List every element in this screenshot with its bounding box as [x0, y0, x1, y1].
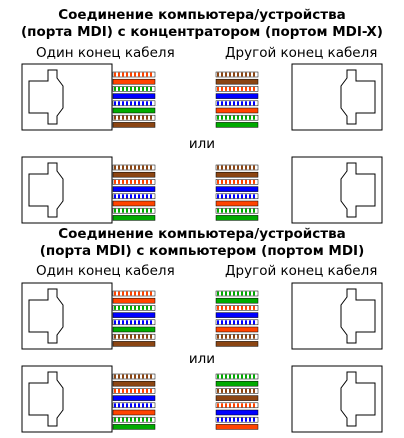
- left-connector-contact-profile: [28, 162, 64, 218]
- left-wire-6-orange: [112, 409, 156, 416]
- left-wire-7-white-brown-stripes: [114, 115, 152, 120]
- right-wire-6-orange: [215, 326, 259, 333]
- section2-title-line2: (порта MDI) с компьютером (портом MDI): [39, 243, 365, 259]
- left-wire-6-orange: [112, 200, 156, 207]
- right-wire-5-white-blue-stripes: [217, 320, 255, 325]
- left-connector-contact-profile: [28, 288, 64, 344]
- left-wire-6-green: [112, 326, 156, 333]
- right-connector-contact-profile: [340, 371, 376, 427]
- left-wire-1-white-orange-stripes: [114, 72, 152, 77]
- right-wire-6-blue: [215, 409, 259, 416]
- right-wire-7-white-brown-stripes: [217, 334, 255, 339]
- left-wire-8-green: [112, 424, 156, 430]
- left-connector-contact-profile: [28, 371, 64, 427]
- left-wire-7-white-green-stripes: [114, 208, 152, 213]
- right-wire-4-blue: [215, 186, 259, 192]
- left-wire-4-blue: [112, 93, 156, 99]
- right-wire-2-brown: [215, 171, 259, 178]
- right-wire-4-brown: [215, 395, 259, 401]
- left-wire-4-blue: [112, 395, 156, 401]
- right-wire-6-orange: [215, 200, 259, 207]
- right-wire-8-green: [215, 122, 259, 128]
- left-wire-5-white-blue-stripes: [114, 194, 152, 199]
- section1-title-line2: (порта MDI) с концентратором (портом MDI…: [21, 24, 383, 40]
- right-wire-3-white-orange-stripes: [217, 86, 255, 91]
- right-wire-8-green: [215, 215, 259, 221]
- right-wire-1-white-brown-stripes: [217, 165, 255, 170]
- left-wire-3-white-orange-stripes: [114, 388, 152, 393]
- right-wire-2-brown: [215, 78, 259, 85]
- right-wire-2-green: [215, 380, 259, 387]
- right-wire-8-brown: [215, 341, 259, 347]
- section2-title-line1: Соединение компьютера/устройства: [58, 226, 346, 242]
- section2-left-label: Один конец кабеля: [36, 263, 175, 279]
- left-wire-6-green: [112, 107, 156, 114]
- left-wire-5-white-blue-stripes: [114, 101, 152, 106]
- left-wire-5-white-blue-stripes: [114, 403, 152, 408]
- right-connector-contact-profile: [340, 288, 376, 344]
- right-wire-6-orange: [215, 107, 259, 114]
- right-wire-4-blue: [215, 312, 259, 318]
- left-wire-8-green: [112, 215, 156, 221]
- right-wire-7-white-green-stripes: [217, 115, 255, 120]
- right-connector-contact-profile: [340, 162, 376, 218]
- right-wire-5-white-blue-stripes: [217, 101, 255, 106]
- left-wire-1-white-brown-stripes: [114, 165, 152, 170]
- right-wire-5-white-orange-stripes: [217, 403, 255, 408]
- left-wire-3-white-green-stripes: [114, 86, 152, 91]
- right-wire-3-white-orange-stripes: [217, 305, 255, 310]
- left-wire-2-orange: [112, 297, 156, 304]
- left-wire-1-white-orange-stripes: [114, 291, 152, 296]
- left-wire-7-white-green-stripes: [114, 417, 152, 422]
- right-wire-1-white-green-stripes: [217, 291, 255, 296]
- right-wire-1-white-brown-stripes: [217, 72, 255, 77]
- left-wire-8-brown: [112, 122, 156, 128]
- left-wire-5-white-blue-stripes: [114, 320, 152, 325]
- right-wire-7-white-blue-stripes: [217, 417, 255, 422]
- section1-or-label: или: [188, 136, 216, 152]
- left-wire-1-white-brown-stripes: [114, 374, 152, 379]
- left-wire-4-blue: [112, 312, 156, 318]
- right-wire-5-white-blue-stripes: [217, 194, 255, 199]
- right-wire-3-white-orange-stripes: [217, 179, 255, 184]
- right-wire-7-white-green-stripes: [217, 208, 255, 213]
- section2-or-label: или: [188, 351, 216, 367]
- section1-title-line1: Соединение компьютера/устройства: [58, 7, 346, 23]
- right-wire-1-white-green-stripes: [217, 374, 255, 379]
- left-connector-body: [21, 63, 113, 131]
- left-wire-2-brown: [112, 380, 156, 387]
- left-wire-7-white-brown-stripes: [114, 334, 152, 339]
- left-wire-3-white-green-stripes: [114, 305, 152, 310]
- left-wire-3-white-orange-stripes: [114, 179, 152, 184]
- section2-right-label: Другой конец кабеля: [225, 263, 378, 279]
- left-wire-2-brown: [112, 171, 156, 178]
- section1-right-label: Другой конец кабеля: [225, 45, 378, 61]
- right-wire-2-green: [215, 297, 259, 304]
- left-wire-8-brown: [112, 341, 156, 347]
- left-wire-4-blue: [112, 186, 156, 192]
- section1-left-label: Один конец кабеля: [36, 45, 175, 61]
- left-connector-contact-profile: [28, 69, 64, 125]
- right-wire-4-blue: [215, 93, 259, 99]
- left-wire-2-orange: [112, 78, 156, 85]
- right-connector-contact-profile: [340, 69, 376, 125]
- right-wire-3-white-brown-stripes: [217, 388, 255, 393]
- right-wire-8-orange: [215, 424, 259, 430]
